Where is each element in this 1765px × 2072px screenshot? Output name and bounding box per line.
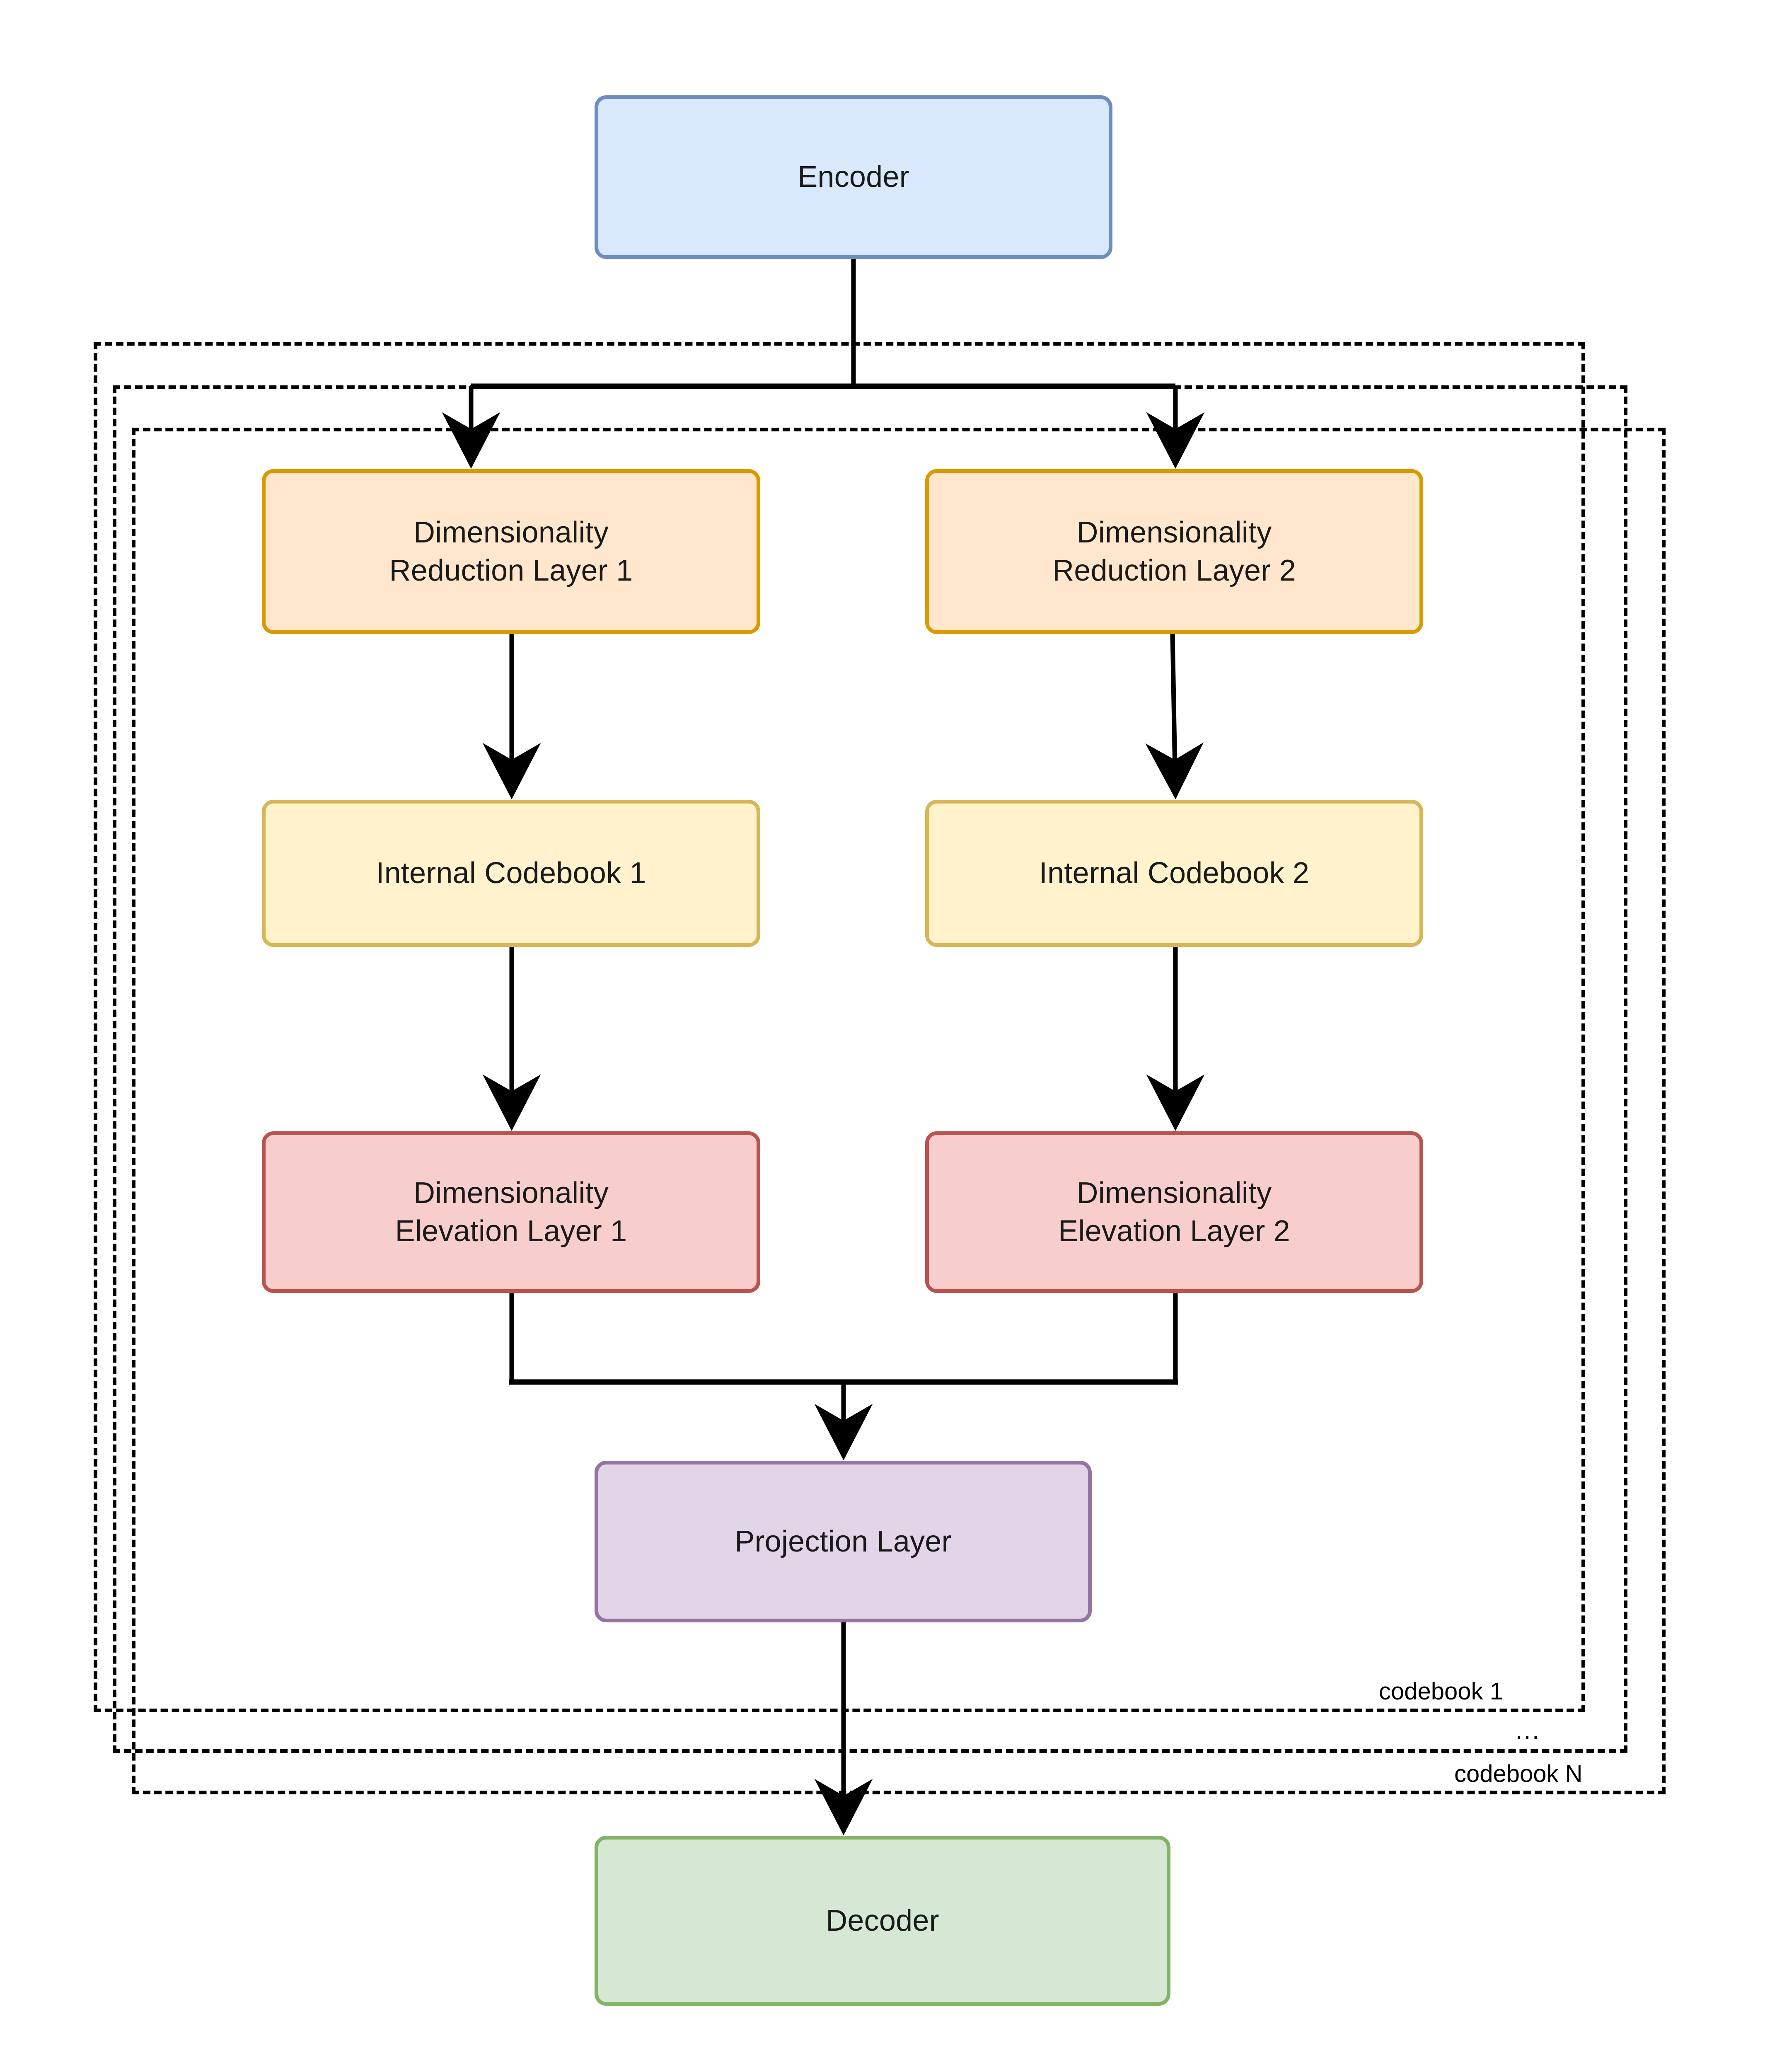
node-internal-codebook-1[interactable]: Internal Codebook 1: [262, 800, 760, 947]
node-dimensionality-elevation-layer-1[interactable]: Dimensionality Elevation Layer 1: [262, 1131, 760, 1293]
node-decoder[interactable]: Decoder: [595, 1836, 1170, 2006]
codebook-first-label: codebook 1: [1375, 1680, 1507, 1704]
node-dimensionality-reduction-layer-2[interactable]: Dimensionality Reduction Layer 2: [925, 469, 1423, 634]
node-internal-codebook-2[interactable]: Internal Codebook 2: [925, 800, 1423, 947]
codebook-group-frame-1: [94, 342, 1585, 1712]
codebook-last-label: codebook N: [1450, 1762, 1587, 1786]
codebook-ellipsis-label: ...: [1511, 1719, 1545, 1743]
codebook-group-frame-3: [132, 428, 1666, 1794]
node-dimensionality-reduction-layer-1[interactable]: Dimensionality Reduction Layer 1: [262, 469, 760, 634]
node-encoder[interactable]: Encoder: [595, 95, 1112, 259]
node-dimensionality-elevation-layer-2[interactable]: Dimensionality Elevation Layer 2: [925, 1131, 1423, 1293]
node-projection-layer[interactable]: Projection Layer: [595, 1461, 1092, 1622]
